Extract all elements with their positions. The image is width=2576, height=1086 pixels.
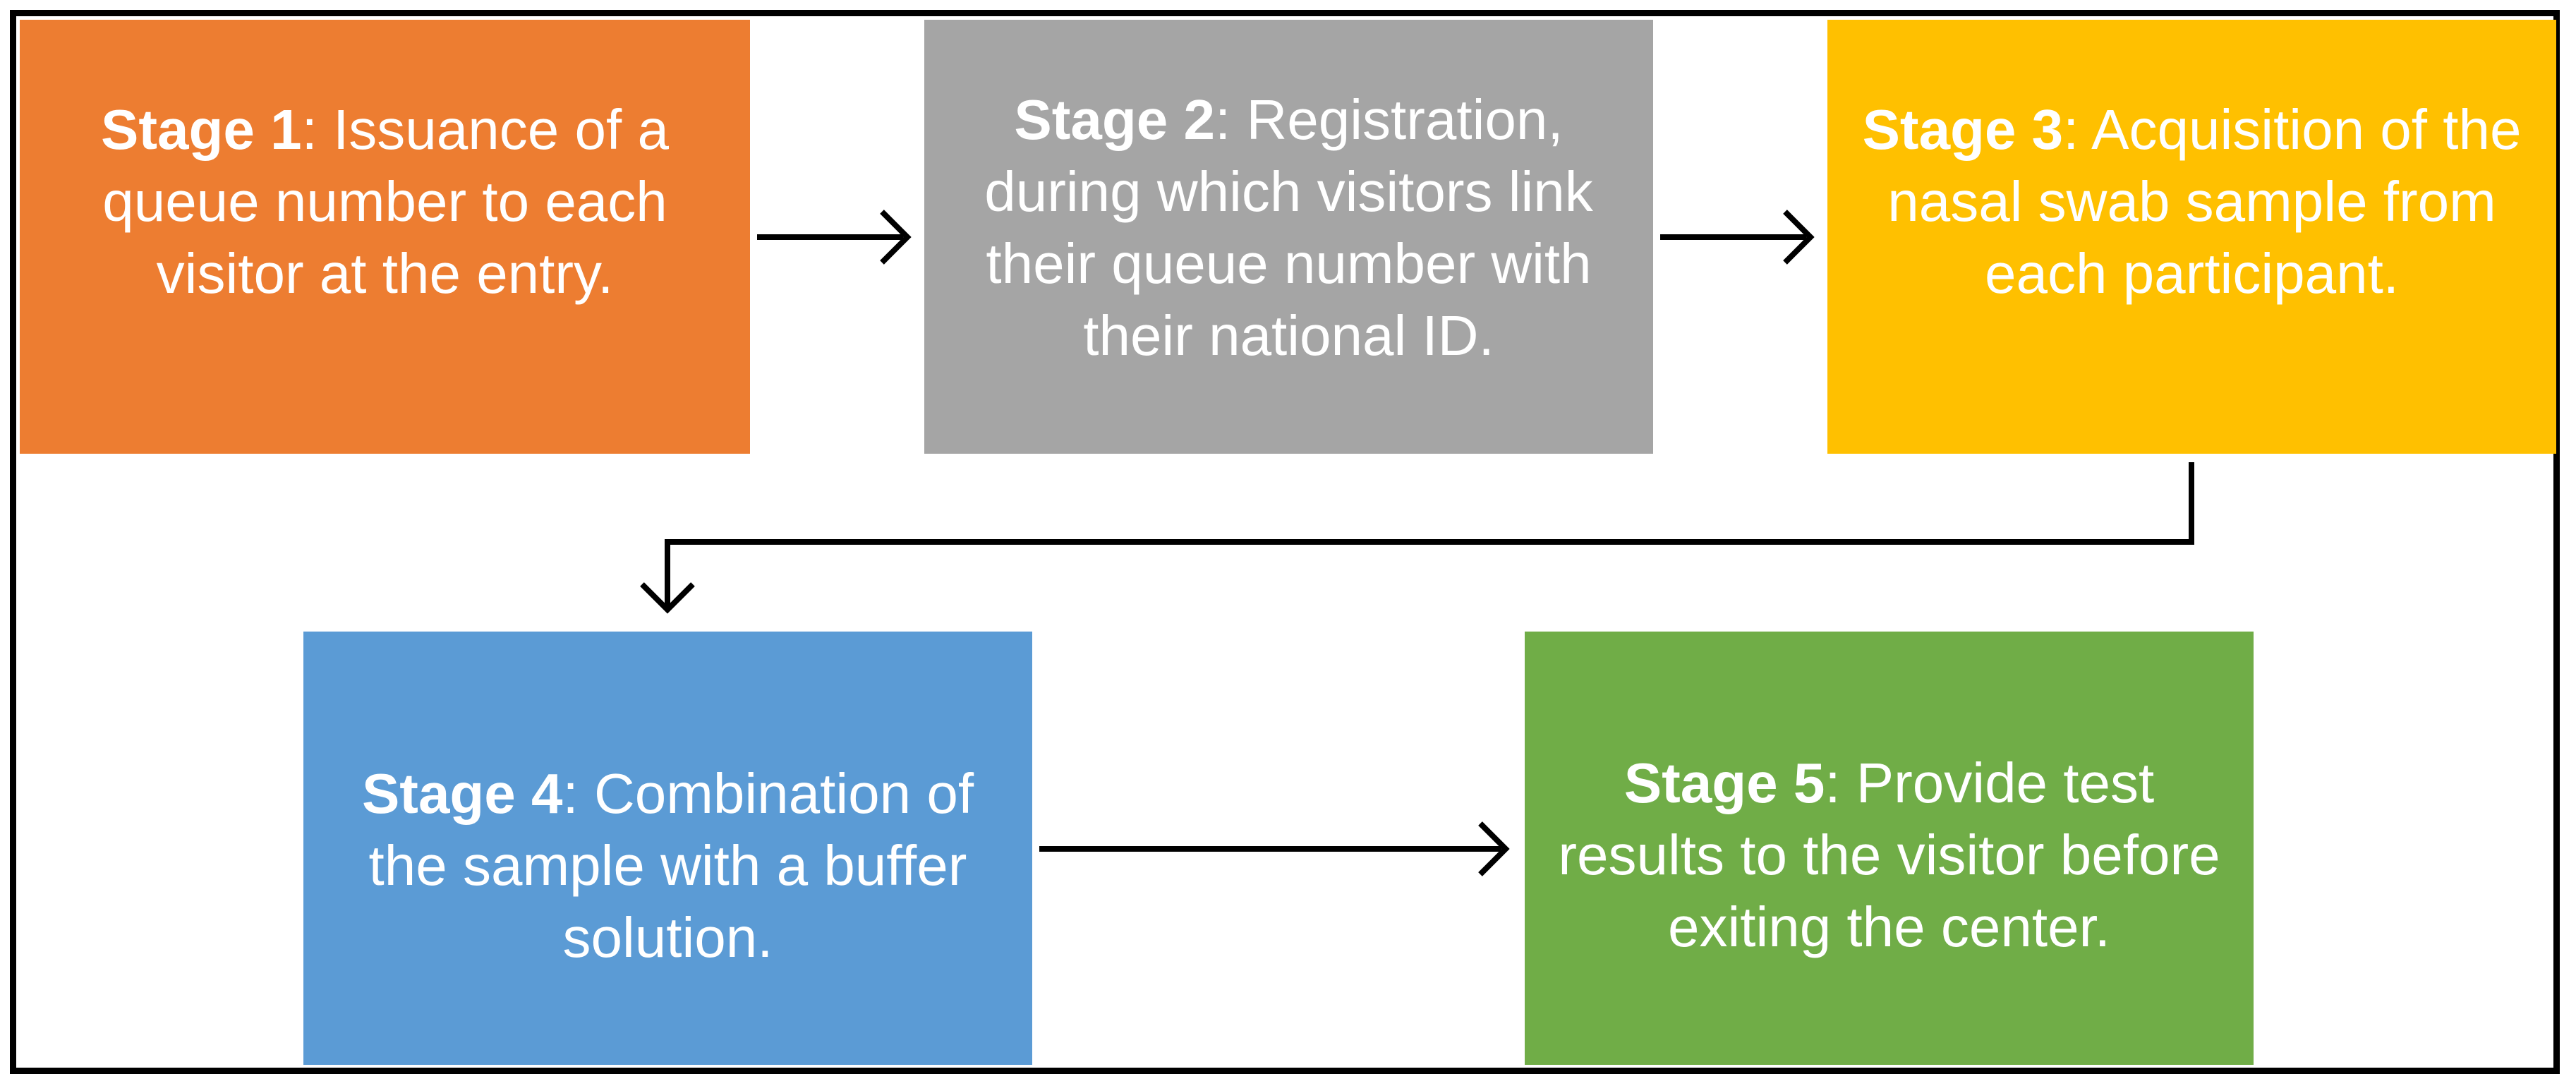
stage-5-text: Stage 5: Provide test results to the vis… bbox=[1546, 747, 2232, 963]
stage-4-text: Stage 4: Combination of the sample with … bbox=[325, 758, 1011, 974]
stage-2-text: Stage 2: Registration, during which visi… bbox=[945, 84, 1632, 372]
stage-1-label: Stage 1 bbox=[101, 97, 302, 161]
stage-1-text: Stage 1: Issuance of a queue number to e… bbox=[41, 94, 729, 310]
stage-4-box: Stage 4: Combination of the sample with … bbox=[303, 632, 1032, 1065]
stage-5-description: : Provide test results to the visitor be… bbox=[1558, 752, 2220, 958]
stage-5-box: Stage 5: Provide test results to the vis… bbox=[1525, 632, 2254, 1065]
stage-3-text: Stage 3: Acquisition of the nasal swab s… bbox=[1849, 94, 2535, 310]
stage-2-label: Stage 2 bbox=[1014, 88, 1215, 151]
stage-3-description: : Acquisition of the nasal swab sample f… bbox=[1887, 97, 2522, 305]
stage-2-box: Stage 2: Registration, during which visi… bbox=[924, 20, 1653, 454]
stage-1-description: : Issuance of a queue number to each vis… bbox=[102, 97, 669, 305]
stage-4-description: : Combination of the sample with a buffe… bbox=[368, 762, 974, 969]
stage-3-label: Stage 3 bbox=[1862, 97, 2064, 161]
stage-4-label: Stage 4 bbox=[361, 762, 563, 825]
stage-2-description: : Registration, during which visitors li… bbox=[984, 88, 1593, 367]
stage-1-box: Stage 1: Issuance of a queue number to e… bbox=[20, 20, 750, 454]
stage-5-label: Stage 5 bbox=[1623, 752, 1825, 814]
stage-3-box: Stage 3: Acquisition of the nasal swab s… bbox=[1827, 20, 2556, 454]
